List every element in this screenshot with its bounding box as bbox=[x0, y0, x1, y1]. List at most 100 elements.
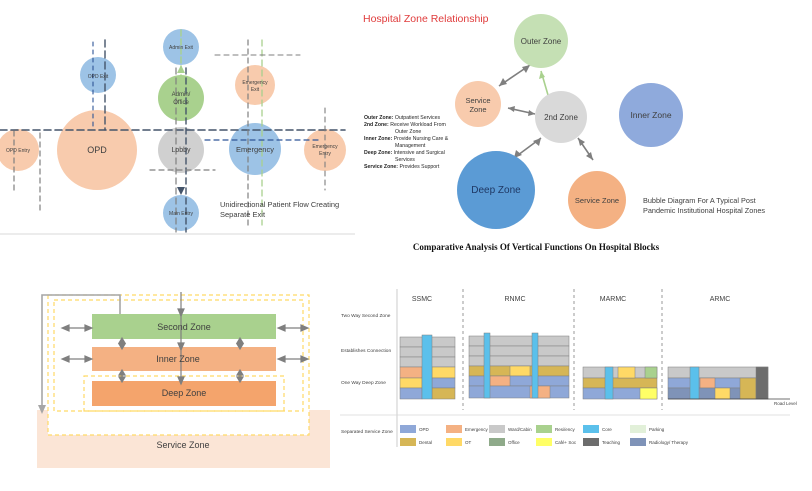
legend-label-emergency: Emergency bbox=[465, 427, 489, 432]
legend-swatch-radiology bbox=[630, 438, 646, 446]
deep-zone-block-label: Deep Zone bbox=[162, 388, 207, 398]
inner-zone-block bbox=[92, 347, 276, 371]
legend-label-ward: Ward/Cabin bbox=[508, 427, 532, 432]
legend-swatch-ward bbox=[489, 425, 505, 433]
main-entry-label: Main Entry bbox=[169, 211, 193, 217]
lobby-bubble bbox=[158, 127, 204, 173]
bubble-caption-1: Bubble Diagram For A Typical Post bbox=[643, 196, 756, 205]
zone-legend: Outer Zone: Outpatient Services 2nd Zone… bbox=[364, 115, 449, 170]
deep-zone-bubble bbox=[457, 151, 535, 229]
zone-legend-desc-6: Services bbox=[395, 157, 415, 163]
zone-legend-desc-3: Provide Nursing Care & bbox=[394, 136, 449, 142]
zone-relationship-diagram: Hospital Zone Relationship Outer Zone: O… bbox=[363, 13, 765, 229]
hospital-ssmc: SSMC bbox=[412, 296, 432, 303]
emergency-exit-label-1: Emergency bbox=[242, 80, 268, 86]
legend-label-core: Core bbox=[602, 427, 612, 432]
row-label-establishes: Establishes Connection bbox=[341, 348, 391, 354]
svg-text:Management: Management bbox=[395, 143, 426, 149]
second-zone-label: 2nd Zone bbox=[544, 113, 578, 122]
service-zone-label-1: Service bbox=[465, 96, 490, 105]
zone-legend-term-0: Outer Zone: bbox=[364, 115, 394, 121]
legend-label-cafe: Café+ Soc bbox=[555, 440, 577, 445]
main-entry-bubble bbox=[163, 195, 199, 231]
second-zone-block bbox=[92, 314, 276, 339]
hospital-rnmc: RNMC bbox=[505, 296, 526, 303]
deep-zone-block bbox=[92, 381, 276, 406]
inner-zone-bubble bbox=[619, 83, 683, 147]
second-zone-bubble bbox=[535, 91, 587, 143]
service-zone-2-label: Service Zone bbox=[575, 196, 619, 205]
inner-zone-label: Inner Zone bbox=[630, 110, 671, 120]
function-legend: OPD Emergency Ward/Cabin Resi/ency Core … bbox=[400, 425, 689, 446]
svg-text:Inner Zone: Provide Nursing Ca: Inner Zone: Provide Nursing Care & bbox=[364, 136, 449, 142]
legend-swatch-office bbox=[489, 438, 505, 446]
service-zone-bubble bbox=[455, 81, 501, 127]
zone-legend-desc-4: Management bbox=[395, 143, 426, 149]
road-level-label: Road Level bbox=[774, 401, 797, 406]
legend-swatch-parking bbox=[630, 425, 646, 433]
service-zone-label-2: Zone bbox=[469, 105, 486, 114]
svg-text:Outer Zone: Outer Zone bbox=[395, 129, 421, 135]
admin-office-label-1: Admin/ bbox=[172, 92, 191, 98]
admin-office-label-2: Office bbox=[173, 100, 189, 106]
second-zone-label: Second Zone bbox=[157, 322, 211, 332]
zone-legend-desc-7: Provides Support bbox=[399, 164, 439, 170]
ssmc-block bbox=[399, 334, 456, 400]
legend-label-radiology: Radiology/ Therapy bbox=[649, 440, 689, 445]
emergency-label: Emergency bbox=[236, 145, 274, 154]
patient-flow-diagram: OPD Entry OPD OPD Exit Admin Exit Admin/… bbox=[0, 29, 355, 235]
svg-text:2nd Zone: Receive Workload Fro: 2nd Zone: Receive Workload From bbox=[364, 122, 446, 128]
svg-text:Deep Zone: Intensive and Surgi: Deep Zone: Intensive and Surgical bbox=[364, 150, 445, 156]
admin-exit-bubble bbox=[163, 29, 199, 65]
service-zone-2-bubble bbox=[568, 171, 626, 229]
outer-zone-label: Outer Zone bbox=[521, 37, 562, 46]
legend-swatch-ot bbox=[446, 438, 462, 446]
legend-label-residency: Resi/ency bbox=[555, 427, 576, 432]
zone-connectors bbox=[60, 292, 310, 386]
svg-text:Services: Services bbox=[395, 157, 415, 163]
legend-swatch-opd bbox=[400, 425, 416, 433]
zone-legend-term-3: Inner Zone: bbox=[364, 136, 393, 142]
hospital-armc: ARMC bbox=[710, 296, 731, 303]
inner-zone-block-label: Inner Zone bbox=[156, 354, 200, 364]
bubble-caption-2: Pandemic Institutional Hospital Zones bbox=[643, 206, 765, 215]
zone-legend-desc-1: Receive Workload From bbox=[390, 122, 446, 128]
legend-swatch-cafe bbox=[536, 438, 552, 446]
comparative-analysis-title: Comparative Analysis Of Vertical Functio… bbox=[413, 242, 660, 252]
zone-relationship-title: Hospital Zone Relationship bbox=[363, 13, 489, 25]
marmc-block bbox=[582, 366, 658, 400]
opd-label: OPD bbox=[87, 145, 107, 155]
legend-swatch-dental bbox=[400, 438, 416, 446]
emergency-bubble bbox=[229, 123, 281, 175]
emergency-entry-label-1: Emergency bbox=[312, 144, 338, 150]
legend-swatch-teaching bbox=[583, 438, 599, 446]
service-loop-line bbox=[41, 294, 121, 410]
emergency-entry-label-2: Entry bbox=[319, 151, 331, 157]
flow-caption-1: Unidirectional Patient Flow Creating bbox=[220, 200, 339, 209]
legend-swatch-residency bbox=[536, 425, 552, 433]
armc-block bbox=[667, 366, 769, 400]
zone-arrowheads bbox=[499, 65, 593, 160]
legend-label-parking: Parking bbox=[649, 427, 665, 432]
svg-text:Outer Zone: Outpatient Service: Outer Zone: Outpatient Services bbox=[364, 115, 441, 121]
rnmc-block bbox=[468, 332, 570, 399]
zone-legend-desc-0: Outpatient Services bbox=[395, 115, 441, 121]
zone-legend-term-1: 2nd Zone: bbox=[364, 122, 389, 128]
opd-exit-label: OPD Exit bbox=[88, 74, 109, 80]
row-label-two-way: Two Way Second Zone bbox=[341, 313, 391, 319]
zone-legend-desc-2: Outer Zone bbox=[395, 129, 421, 135]
service-zone-block-label: Service Zone bbox=[156, 440, 209, 450]
service-loop-arrow bbox=[38, 405, 46, 414]
flow-arrow-main-entry bbox=[177, 187, 185, 195]
zone-stack-diagram: Second Zone Inner Zone Deep Zone Service… bbox=[37, 292, 330, 468]
emergency-exit-bubble bbox=[235, 65, 275, 105]
deep-zone-label: Deep Zone bbox=[471, 185, 521, 196]
opd-exit-bubble bbox=[80, 57, 116, 93]
zone-legend-term-7: Service Zone: bbox=[364, 164, 398, 170]
deep-zone-boundary bbox=[83, 375, 285, 412]
row-label-one-way: One Way Deep Zone bbox=[341, 380, 386, 386]
zone-legend-desc-5: Intensive and Surgical bbox=[394, 150, 445, 156]
admin-exit-label: Admin Exit bbox=[169, 45, 194, 51]
emergency-exit-label-2: Exit bbox=[251, 87, 260, 93]
